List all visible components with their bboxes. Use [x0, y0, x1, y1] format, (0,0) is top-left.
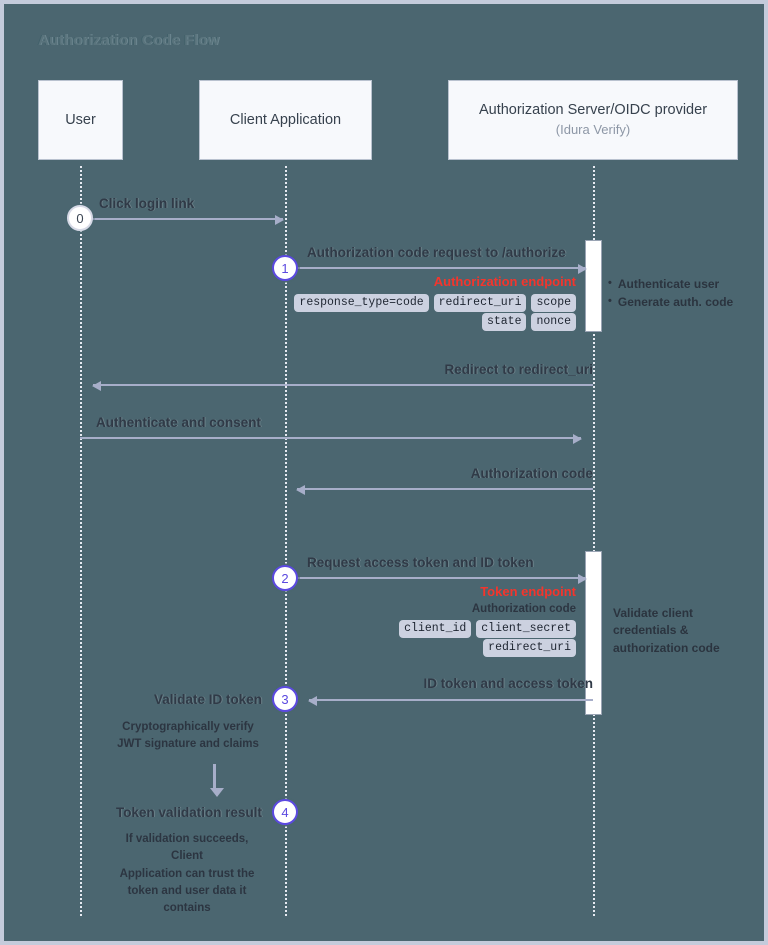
activation-bar-server-authorize	[585, 240, 602, 332]
server-action-authenticate-user-item: • Authenticate user	[608, 275, 733, 293]
message-label-id-and-access-token: ID token and access token	[423, 676, 593, 691]
lifeline-user	[80, 166, 82, 916]
message-label-authorization-code: Authorization code	[470, 466, 593, 481]
step-badge-1: 1	[272, 255, 298, 281]
arrow-redirect-to-redirect-uri	[92, 381, 593, 391]
participant-authorization-server-subtitle: (Idura Verify)	[555, 121, 631, 137]
server-actions-authorize: • Authenticate user • Generate auth. cod…	[608, 275, 733, 311]
chip-client-id: client_id	[399, 620, 472, 639]
arrow-id-and-access-token	[308, 696, 593, 706]
participant-client-application[interactable]: Client Application	[199, 80, 372, 160]
bullet-icon: •	[608, 295, 612, 307]
chip-response-type: response_type=code	[294, 294, 429, 313]
validation-desc-line-4: contains	[163, 902, 211, 914]
param-chip-row-token-1: client_id client_secret	[304, 620, 576, 639]
arrow-authenticate-and-consent	[80, 434, 582, 444]
arrow-down-validation-flow	[210, 764, 224, 797]
message-label-request-tokens: Request access token and ID token	[307, 555, 534, 570]
participant-authorization-server-label: Authorization Server/OIDC provider	[478, 102, 708, 119]
message-label-redirect-to-redirect-uri: Redirect to redirect_uri	[444, 362, 593, 377]
arrow-authorization-code	[296, 485, 593, 495]
server-action-generate-code-item: • Generate auth. code	[608, 293, 733, 311]
client-label-validate-id-token: Validate ID token	[153, 692, 262, 707]
validation-desc-line-1: If validation succeeds, Client	[125, 833, 249, 863]
step-badge-0: 0	[67, 205, 93, 231]
param-chip-row-token-2: redirect_uri	[304, 639, 576, 658]
param-chip-row-authorize-2: state nonce	[304, 313, 576, 332]
participant-user-label: User	[65, 111, 96, 128]
param-chip-row-authorize-1: response_type=code redirect_uri scope	[294, 294, 576, 313]
validation-desc-line-3: token and user data it	[127, 884, 247, 897]
message-label-click-login-link: Click login link	[99, 196, 195, 211]
participant-client-application-label: Client Application	[229, 111, 342, 128]
participant-authorization-server[interactable]: Authorization Server/OIDC provider (Idur…	[448, 80, 738, 160]
step-badge-4: 4	[272, 799, 298, 825]
server-action-authenticate-user: Authenticate user	[617, 277, 720, 291]
server-action-generate-code: Generate auth. code	[617, 295, 734, 309]
lifeline-authorization-server	[593, 166, 595, 916]
crypto-verify-line-1: Cryptographically verify	[122, 721, 254, 733]
arrow-click-login-link	[80, 215, 284, 225]
arrow-authorization-code-request	[285, 264, 587, 274]
chip-nonce: nonce	[531, 313, 576, 332]
note-authorization-code: Authorization code	[471, 603, 576, 615]
step-badge-3: 3	[272, 686, 298, 712]
chip-redirect-uri: redirect_uri	[433, 294, 527, 313]
chip-state: state	[481, 313, 527, 332]
client-desc-validation-result: If validation succeeds, Client Applicati…	[110, 831, 264, 917]
endpoint-label-authorization: Authorization endpoint	[433, 274, 576, 289]
arrow-request-tokens	[285, 574, 587, 584]
chip-client-secret: client_secret	[476, 620, 576, 639]
validation-desc-line-2: Application can trust the	[119, 867, 255, 880]
activation-bar-server-token	[585, 551, 602, 715]
bullet-icon: •	[608, 277, 612, 289]
endpoint-label-token: Token endpoint	[480, 584, 576, 599]
lifeline-client-application	[285, 166, 287, 916]
crypto-verify-line-2: JWT signature and claims	[117, 738, 259, 751]
server-note-validate-client: Validate client credentials & authorizat…	[613, 606, 720, 655]
client-desc-crypto-verify: Cryptographically verify JWT signature a…	[112, 719, 264, 754]
message-label-authorization-code-request: Authorization code request to /authorize	[307, 245, 566, 260]
page-title: Authorization Code Flow	[38, 32, 220, 49]
step-badge-2: 2	[272, 565, 298, 591]
chip-redirect-uri-token: redirect_uri	[483, 639, 576, 658]
message-label-authenticate-and-consent: Authenticate and consent	[96, 415, 262, 430]
participant-user[interactable]: User	[38, 80, 123, 160]
client-label-token-validation-result: Token validation result	[115, 805, 262, 820]
chip-scope: scope	[531, 294, 576, 313]
